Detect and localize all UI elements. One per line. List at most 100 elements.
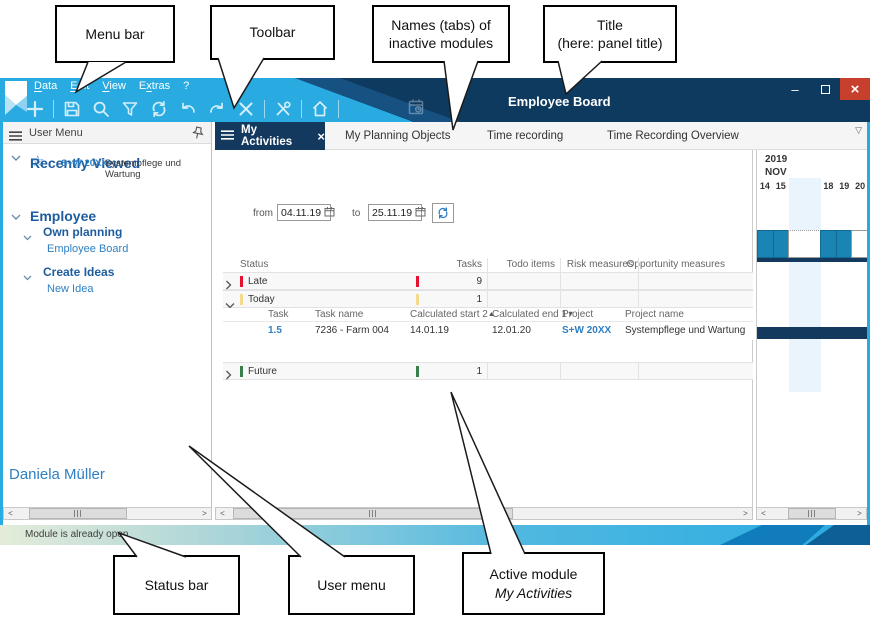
scroll-left-icon[interactable]: < [8,509,13,518]
menu-item-data[interactable]: Data [34,80,58,92]
expand-icon[interactable] [225,277,235,290]
window-header: Data Edit View Extras ? [0,78,870,122]
status-message: Module is already open [25,529,129,540]
app-window: Data Edit View Extras ? [0,78,870,545]
subcol-project-name[interactable]: Project name [625,309,684,320]
window-border-right [867,122,870,525]
star-icon[interactable]: ☆ [31,153,45,170]
expand-icon[interactable] [225,367,235,380]
apply-refresh-button[interactable] [432,203,454,223]
refresh-icon[interactable] [148,98,170,120]
group-count: 9 [476,276,482,287]
calendar-icon[interactable] [324,206,335,220]
panel-scrollbar[interactable]: < > [756,507,867,520]
group-row-future[interactable]: Future 1 [223,362,753,380]
tab-label: My Activities [241,124,293,148]
group-label: Late [248,276,268,287]
tools-icon[interactable] [272,98,294,120]
home-icon[interactable] [309,98,331,120]
pin-icon[interactable] [192,126,204,145]
add-icon[interactable] [24,98,46,120]
subcol-project[interactable]: Project [562,309,594,320]
chevron-down-icon[interactable] [11,149,21,167]
favorite-project-name[interactable]: Systempflege und Wartung [105,158,182,180]
redo-icon[interactable] [206,98,228,120]
collapse-icon[interactable] [225,297,235,309]
chevron-down-icon[interactable] [11,208,21,226]
menu-item-extras[interactable]: Extras [138,80,171,92]
scrollbar-thumb[interactable] [788,508,836,519]
close-tab-icon[interactable]: × [317,128,325,144]
tab-time-recording-overview[interactable]: Time Recording Overview [607,130,739,142]
workload-bar [820,230,852,258]
chevron-down-icon[interactable] [23,268,32,286]
scroll-left-icon[interactable]: < [761,509,766,518]
minimize-button[interactable]: – [791,81,799,97]
sidebar-title: User Menu [29,127,83,139]
to-label: to [352,208,361,219]
group-count: 1 [476,366,482,377]
col-status: Status [240,259,269,270]
delete-icon[interactable] [235,98,257,120]
save-icon[interactable] [61,98,83,120]
menu-item-view[interactable]: View [102,80,126,92]
scrollbar-thumb[interactable] [29,508,127,519]
tab-my-planning-objects[interactable]: My Planning Objects [345,130,451,142]
menu-item-help[interactable]: ? [183,80,190,92]
menu-item-edit[interactable]: Edit [70,80,90,92]
search-icon[interactable] [90,98,112,120]
hamburger-icon[interactable] [9,128,22,146]
module-tab-bar: My Activities × My Planning Objects Time… [215,122,870,150]
scheduler-icon[interactable] [405,96,427,118]
weekend-highlight [789,178,821,392]
subcol-task-name[interactable]: Task name [315,309,364,320]
task-row[interactable]: 1.5 7236 - Farm 004 14.01.19 12.01.20 S+… [223,322,753,340]
undo-icon[interactable] [177,98,199,120]
filter-icon[interactable] [119,98,141,120]
sidebar-link-employee-board[interactable]: Employee Board [47,243,129,255]
task-id[interactable]: 1.5 [268,325,282,336]
chevron-down-icon[interactable] [23,228,32,246]
from-date-input[interactable]: 04.11.19 [277,204,335,221]
sidebar-item-own-planning[interactable]: Own planning [43,225,123,239]
sidebar-item-employee[interactable]: Employee [30,208,97,224]
subcol-calculated-end[interactable]: Calculated end 1▼ [492,309,574,320]
favorite-project-code[interactable]: S+W 20XX [61,158,108,169]
calendar-icon[interactable] [415,206,426,220]
task-project[interactable]: S+W 20XX [562,325,612,336]
scroll-right-icon[interactable]: > [857,509,862,518]
to-date-input[interactable]: 25.11.19 [368,204,426,221]
timeline-year: 2019 [765,154,788,165]
status-color-chip [416,276,419,287]
status-color-chip [240,276,243,287]
annotation-title: Title(here: panel title) [543,5,677,63]
sort-asc-icon: ▲ [487,311,495,318]
tab-my-activities[interactable]: My Activities × [215,122,325,150]
app-logo [2,79,40,122]
tab-time-recording[interactable]: Time recording [487,130,564,142]
subcol-task[interactable]: Task [268,309,289,320]
maximize-button[interactable] [810,78,840,100]
menu-bar: Data Edit View Extras ? [34,80,189,95]
close-button[interactable]: × [840,78,870,100]
sidebar-scrollbar[interactable]: < > [3,507,212,520]
subcol-calculated-start[interactable]: Calculated start 2▲ [410,309,495,320]
scroll-left-icon[interactable]: < [220,509,225,518]
group-row-today[interactable]: Today 1 [223,290,753,309]
col-tasks: Tasks [456,259,482,270]
col-todo-items: Todo items [506,259,555,270]
scroll-right-icon[interactable]: > [202,509,207,518]
sidebar-item-recently-viewed[interactable]: Recently Viewed [30,155,141,171]
sidebar-item-create-ideas[interactable]: Create Ideas [43,265,115,279]
task-end: 12.01.20 [492,325,531,336]
scroll-right-icon[interactable]: > [743,509,748,518]
hamburger-icon[interactable] [221,127,234,145]
group-row-late[interactable]: Late 9 [223,272,753,290]
scrollbar-thumb[interactable] [233,508,513,519]
tab-overflow-icon[interactable]: ▽ [855,125,862,135]
main-scrollbar[interactable]: < > [215,507,753,520]
status-color-chip [240,294,243,305]
toolbar-separator [301,99,302,118]
panel-title: Employee Board [508,94,611,109]
sidebar-link-new-idea[interactable]: New Idea [47,283,94,295]
